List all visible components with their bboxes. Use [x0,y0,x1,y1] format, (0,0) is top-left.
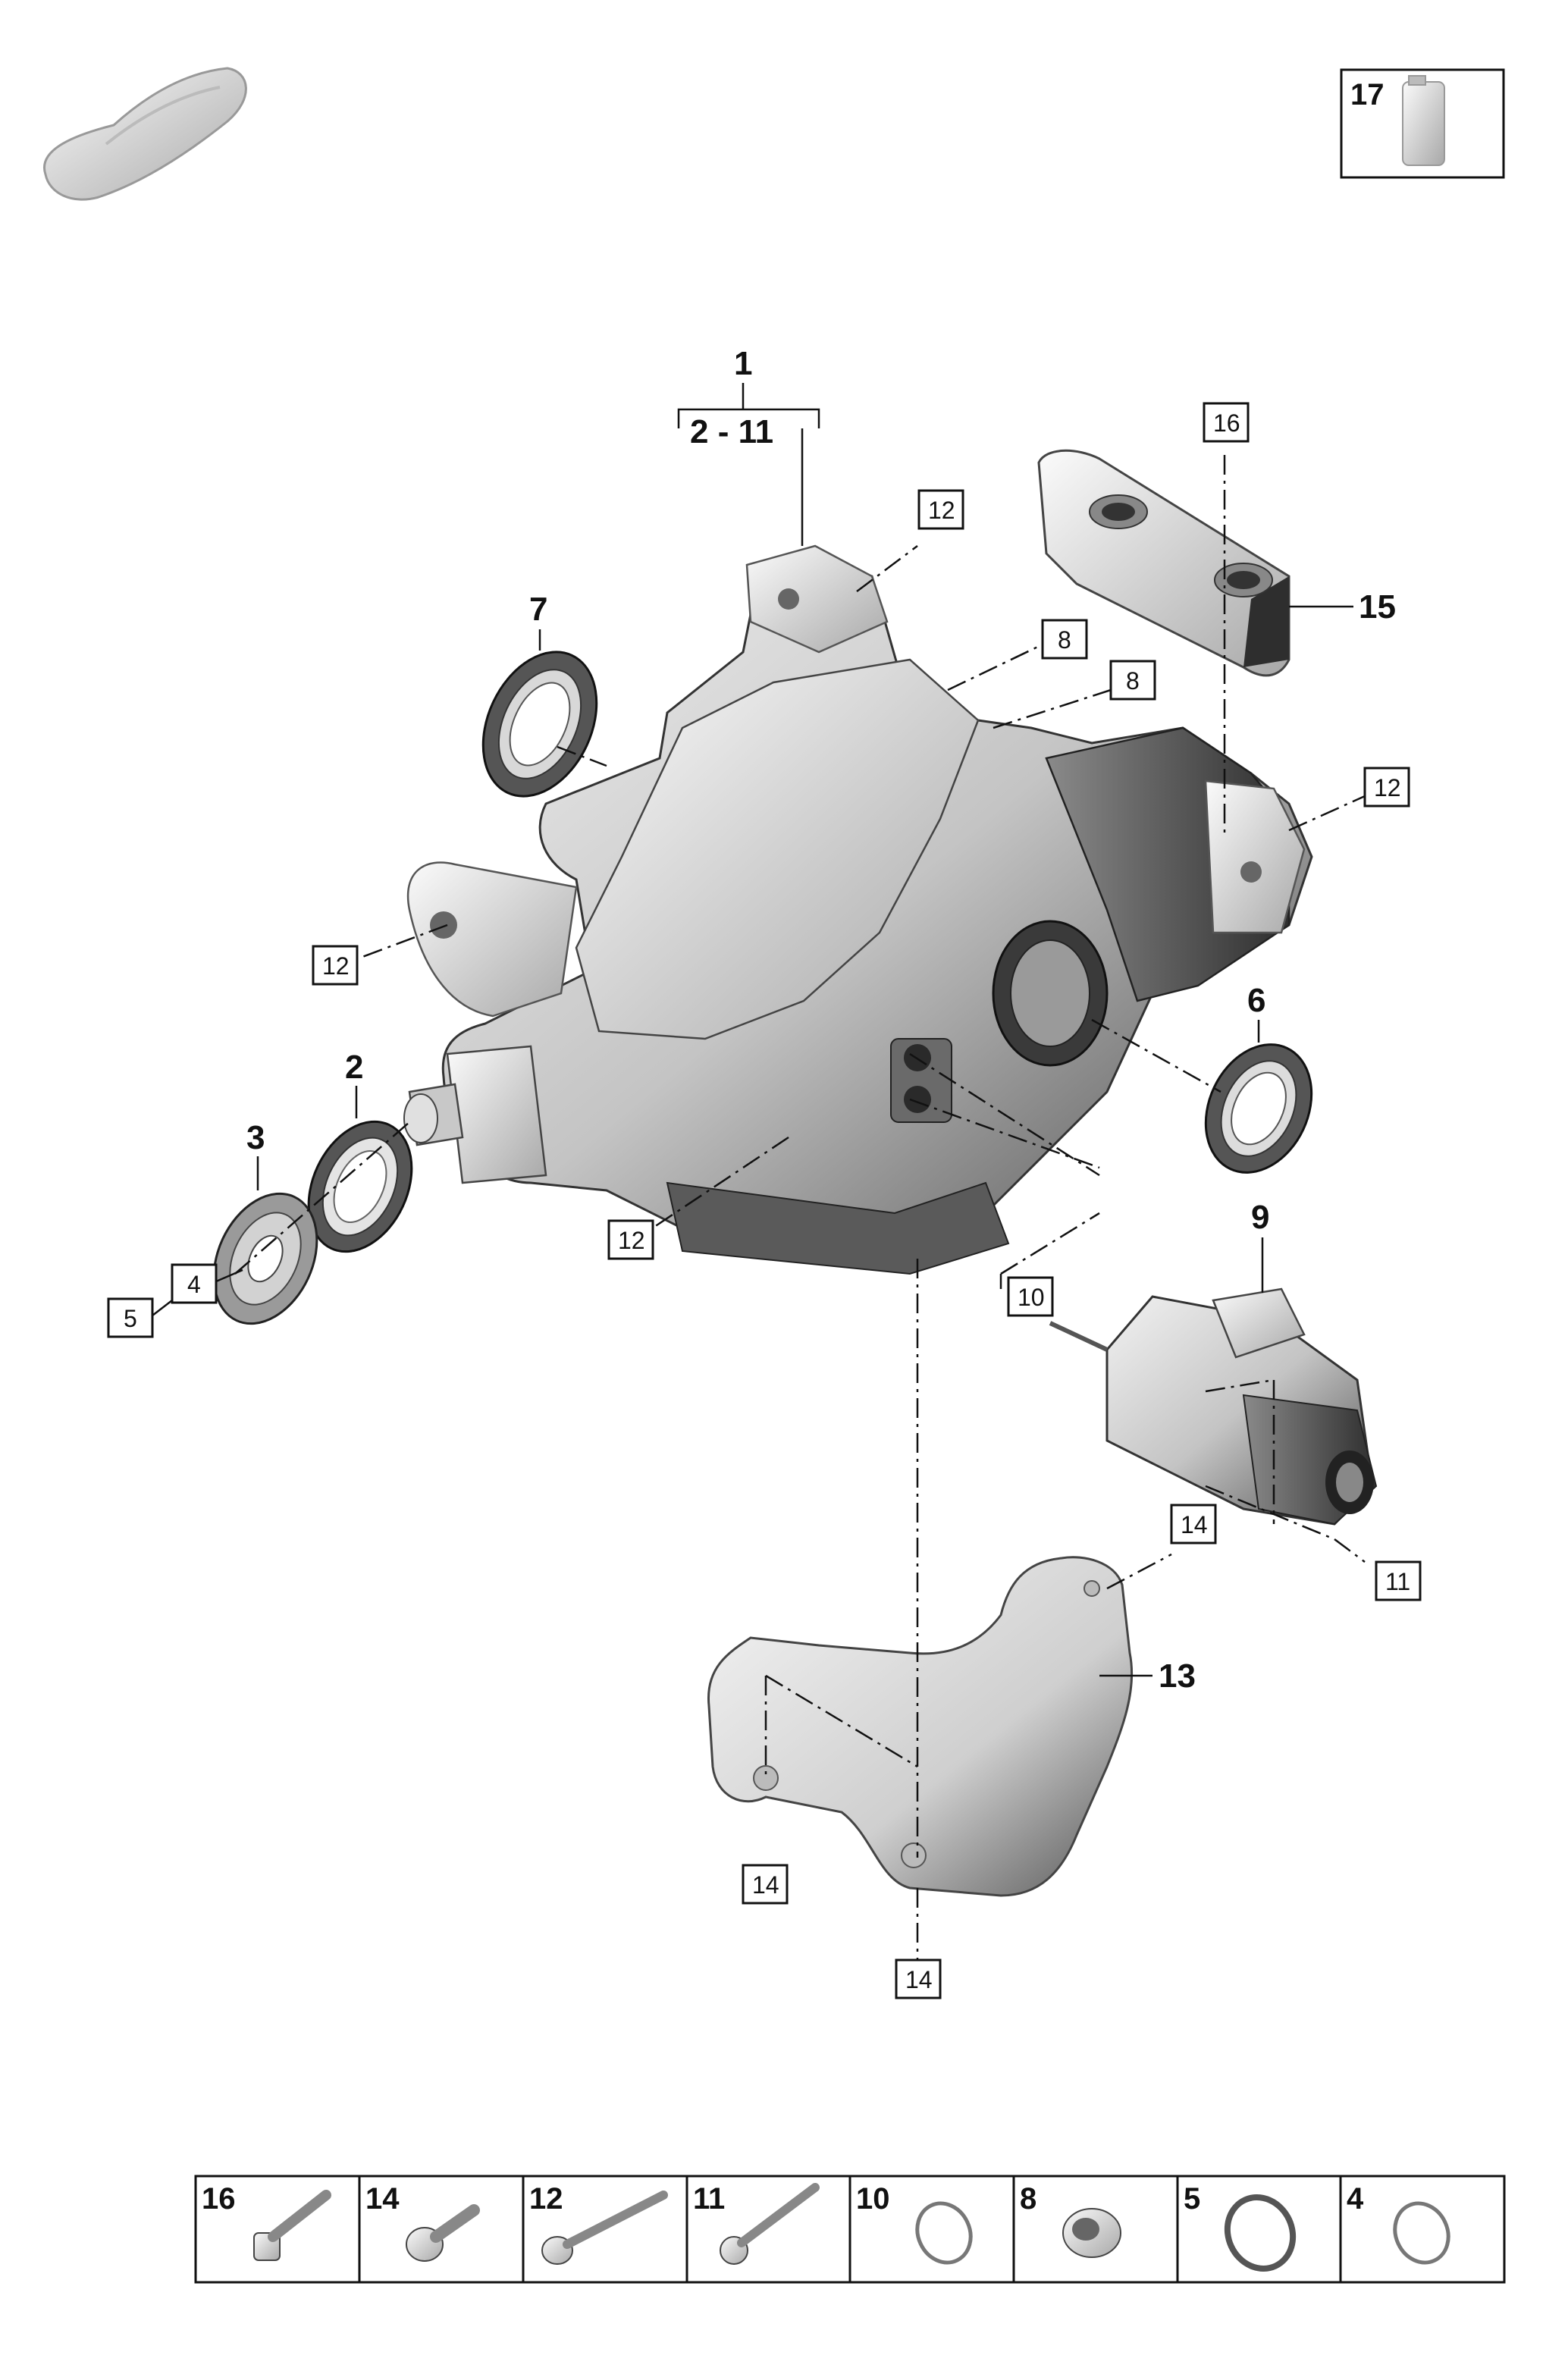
legend-item-4: 4 [1347,2182,1450,2265]
callout-4: 4 [187,1271,201,1298]
plug-icon [1062,2208,1121,2258]
bolt-flange-icon [541,2191,668,2265]
vehicle-silhouette-icon [43,67,247,201]
legend-item-16: 16 [202,2182,331,2261]
part-13-heat-shield [707,1556,1134,1897]
callout-7: 7 [529,591,547,628]
part-15-mount-bracket [1037,449,1290,677]
circlip-icon [1224,2194,1297,2272]
legend-number: 14 [365,2182,400,2216]
oil-bottle-icon [1402,75,1445,166]
o-ring-icon [915,2201,973,2265]
callout-12-bottom: 12 [618,1227,645,1254]
legend-item-12: 12 [529,2182,668,2265]
callout-9: 9 [1251,1199,1269,1236]
callout-6: 6 [1247,982,1265,1019]
bolt-long-icon [720,2183,820,2265]
assembly-bracket: 1 2 - 11 [677,345,820,546]
callout-8-a: 8 [1058,626,1071,654]
callout-2: 2 [345,1049,363,1086]
legend-item-11: 11 [693,2182,820,2265]
callout-15: 15 [1359,588,1396,626]
callout-12-right: 12 [1374,774,1401,801]
legend-number: 10 [856,2182,890,2216]
legend-number: 5 [1184,2182,1200,2216]
callout-11: 11 [1385,1568,1410,1595]
part-9-actuator-motor [1049,1287,1378,1526]
callout-14-top: 14 [1181,1511,1208,1538]
legend-number: 4 [1347,2182,1364,2216]
boxed-callouts: 12 16 8 8 12 12 12 4 5 10 11 14 14 14 [107,402,1422,1999]
callout-5: 5 [124,1305,137,1332]
callout-13: 13 [1159,1657,1196,1695]
part-7-shaft-seal [481,651,598,798]
assembly-range: 2 - 11 [690,413,773,450]
rear-differential-housing [403,544,1313,1275]
fastener-legend: 16 14 12 11 [194,2175,1506,2284]
bolt-long-icon [253,2190,331,2261]
callout-14-bottom: 14 [905,1966,933,1993]
legend-number: 16 [202,2182,236,2216]
assembly-center-lines [356,455,1366,1960]
part-6-shaft-seal [1204,1043,1313,1174]
legend-number: 11 [693,2182,725,2216]
legend-item-8: 8 [1020,2182,1121,2258]
callout-14-left: 14 [752,1871,779,1899]
o-ring-icon [1393,2201,1450,2265]
callout-12-left: 12 [322,952,350,980]
callout-8-b: 8 [1126,667,1140,695]
legend-item-14: 14 [365,2182,480,2262]
legend-item-10: 10 [856,2182,973,2265]
callout-3: 3 [246,1119,265,1156]
legend-number: 12 [529,2182,563,2216]
callout-10: 10 [1018,1284,1045,1311]
oil-reference-box: 17 [1340,68,1505,179]
bolt-short-icon [406,2204,480,2262]
legend-item-5: 5 [1184,2182,1297,2272]
legend-number: 8 [1020,2182,1036,2216]
part-2-shaft-seal [307,1120,413,1253]
oil-reference-number: 17 [1350,78,1385,111]
assembly-number: 1 [734,345,752,382]
callout-12-top: 12 [928,497,955,524]
callout-16: 16 [1213,409,1240,437]
